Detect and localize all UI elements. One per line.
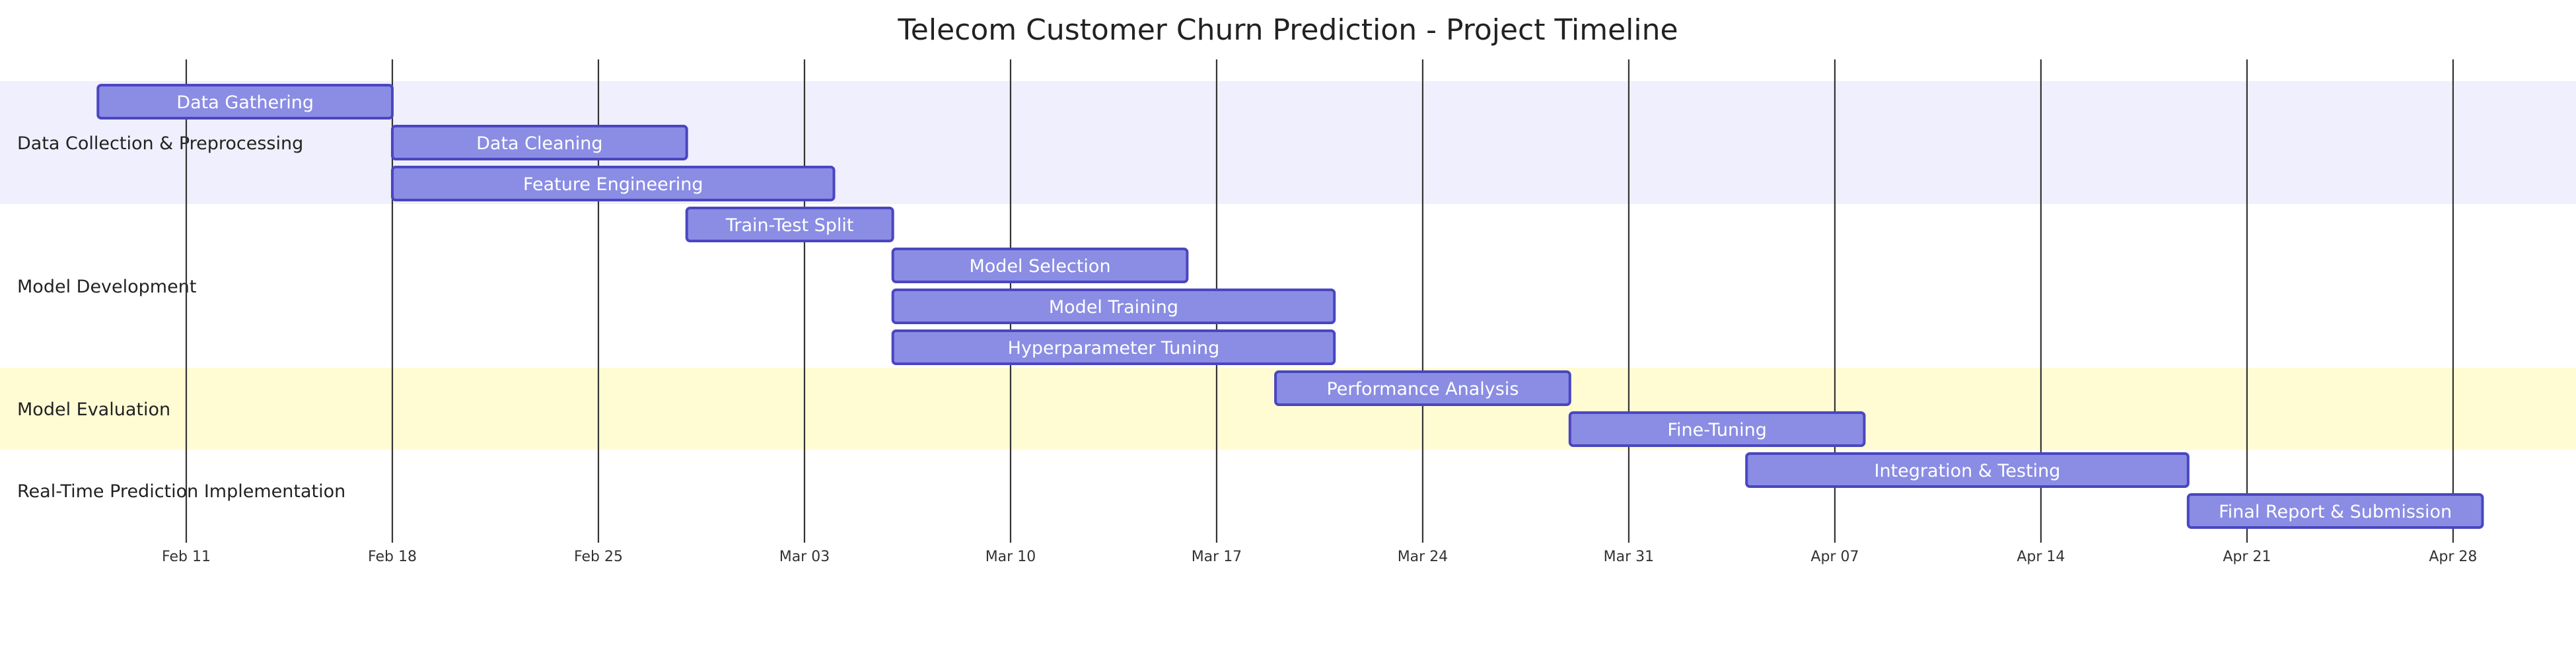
task-label: Train-Test Split	[725, 215, 854, 236]
task-bar-rect[interactable]	[891, 289, 1336, 324]
tick-label: Mar 24	[1398, 549, 1449, 565]
tick-label: Apr 14	[2017, 549, 2065, 565]
task-bar[interactable]: Performance Analysis	[1274, 370, 1571, 406]
tick-label: Mar 03	[779, 549, 830, 565]
section-label: Data Collection & Preprocessing	[17, 133, 303, 154]
task-bar-rect[interactable]	[685, 207, 894, 242]
tick-label: Apr 21	[2223, 549, 2271, 565]
task-label: Feature Engineering	[523, 174, 703, 195]
task-bar[interactable]: Integration & Testing	[1745, 452, 2190, 488]
task-bar-rect[interactable]	[891, 248, 1189, 283]
tick-label: Mar 10	[985, 549, 1036, 565]
task-bar-rect[interactable]	[891, 329, 1336, 365]
task-label: Final Report & Submission	[2219, 502, 2452, 522]
task-label: Hyperparameter Tuning	[1008, 338, 1220, 359]
task-label: Performance Analysis	[1326, 379, 1519, 399]
tick-label: Mar 17	[1192, 549, 1242, 565]
task-bar-rect[interactable]	[96, 84, 394, 120]
task-label: Fine-Tuning	[1667, 420, 1766, 440]
section-label: Model Development	[17, 277, 196, 297]
task-bar[interactable]: Train-Test Split	[685, 207, 894, 242]
task-bar[interactable]: Feature Engineering	[390, 166, 836, 201]
task-bar-rect[interactable]	[390, 166, 836, 201]
task-bar-rect[interactable]	[1745, 452, 2190, 488]
task-label: Data Cleaning	[476, 133, 602, 154]
tick-label: Feb 11	[162, 549, 211, 565]
task-bar-rect[interactable]	[2186, 493, 2484, 529]
task-bar-rect[interactable]	[1274, 370, 1571, 406]
chart-title: Telecom Customer Churn Prediction - Proj…	[897, 13, 1678, 47]
task-bar-rect[interactable]	[1568, 411, 1866, 447]
task-bar[interactable]: Hyperparameter Tuning	[891, 329, 1336, 365]
task-label: Data Gathering	[176, 92, 314, 113]
task-label: Model Selection	[969, 256, 1110, 277]
tick-label: Mar 31	[1604, 549, 1655, 565]
section-label: Real-Time Prediction Implementation	[17, 481, 345, 502]
axis-tick-labels: Feb 11 Feb 18 Feb 25 Mar 03 Mar 10 Mar 17 Mar …	[162, 549, 2477, 565]
task-bar[interactable]: Model Training	[891, 289, 1336, 324]
task-bar[interactable]: Fine-Tuning	[1568, 411, 1866, 447]
task-label: Model Training	[1049, 297, 1178, 318]
tick-label: Feb 25	[574, 549, 623, 565]
tick-label: Feb 18	[368, 549, 417, 565]
task-bar[interactable]: Final Report & Submission	[2186, 493, 2484, 529]
task-bar[interactable]: Data Gathering	[96, 84, 394, 120]
tick-label: Apr 07	[1810, 549, 1859, 565]
task-bar[interactable]: Data Cleaning	[390, 125, 688, 160]
task-bar[interactable]: Model Selection	[891, 248, 1189, 283]
tick-label: Apr 28	[2429, 549, 2477, 565]
section-label: Model Evaluation	[17, 399, 170, 420]
task-label: Integration & Testing	[1875, 461, 2061, 481]
task-bar-rect[interactable]	[390, 125, 688, 160]
